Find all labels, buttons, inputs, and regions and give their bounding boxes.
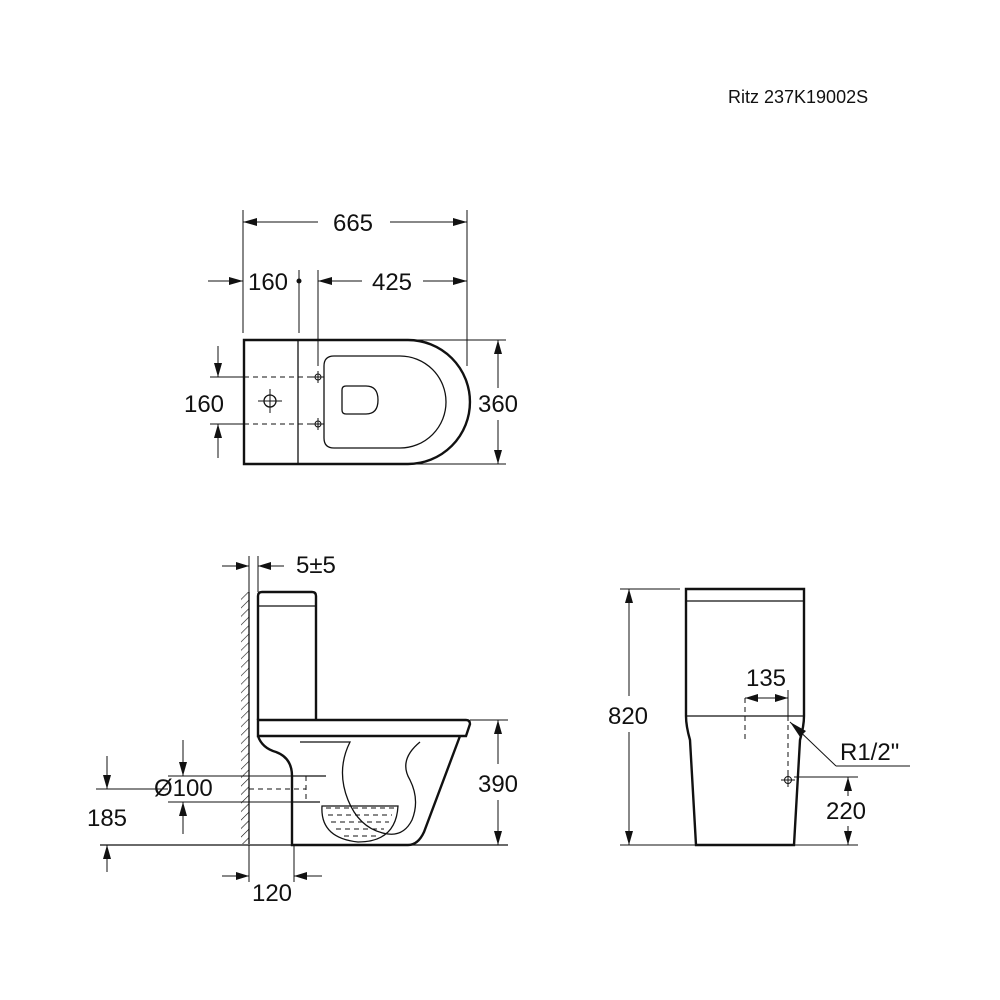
dim-inlet-height: 220 <box>826 798 866 825</box>
dim-hole-spacing: 160 <box>184 391 224 418</box>
dim-seat-height: 390 <box>478 771 518 798</box>
dim-inlet-thread: R1/2" <box>840 739 899 766</box>
front-body <box>684 715 806 847</box>
fixing-hole-icon <box>312 371 324 383</box>
inlet-point-icon <box>781 773 795 787</box>
model-label: Ritz 237K19002S <box>728 87 868 107</box>
dim-width: 360 <box>478 391 518 418</box>
dim-outlet-offset: 120 <box>252 880 292 907</box>
fixing-hole-icon <box>312 418 324 430</box>
top-view-outline <box>242 338 472 466</box>
dim-overall-length: 665 <box>333 210 373 237</box>
front-tank <box>684 587 806 716</box>
side-view: 5±5 Ø100 185 390 120 <box>87 552 518 907</box>
side-trap <box>300 741 421 835</box>
wall-hatch <box>241 592 249 844</box>
water-level <box>326 807 394 837</box>
inlet-hole-icon <box>258 389 282 413</box>
dim-wall-gap: 5±5 <box>296 552 336 579</box>
top-view: 665 160 425 160 360 <box>184 210 518 466</box>
seat-opening <box>341 385 379 415</box>
bowl-inner <box>323 355 447 449</box>
dim-front-length: 425 <box>372 269 412 296</box>
side-bowl <box>256 735 462 847</box>
front-view: 820 135 R1/2" 220 <box>608 587 910 847</box>
side-rim <box>256 718 472 738</box>
side-tank <box>256 590 318 720</box>
dim-total-height: 820 <box>608 703 648 730</box>
dim-inlet-offset: 135 <box>746 665 786 692</box>
dim-outlet-height: 185 <box>87 805 127 832</box>
dim-rear-offset: 160 <box>248 269 288 296</box>
